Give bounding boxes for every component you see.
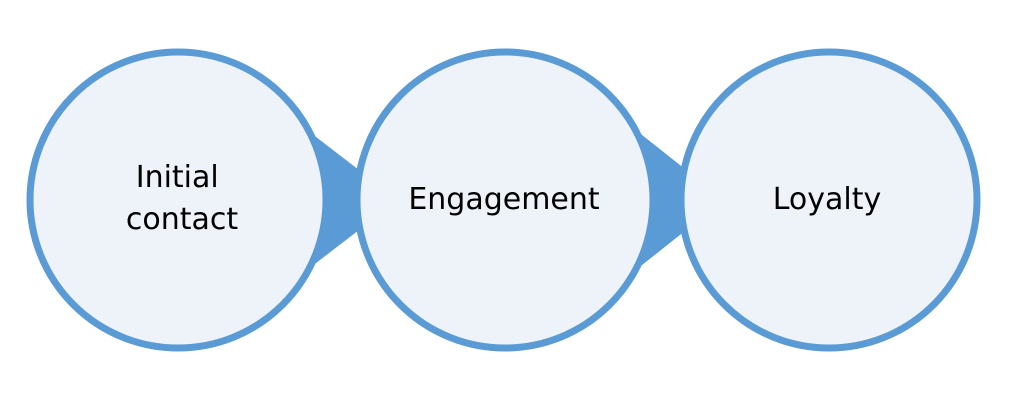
- stage-circle-initial-contact: [26, 48, 330, 352]
- stage-label-initial-contact-line-1: Initial: [136, 160, 219, 195]
- stage-label-loyalty: Loyalty: [773, 182, 882, 217]
- stage-label-initial-contact: Initial contact: [126, 160, 239, 237]
- stage-circle-loyalty: [677, 48, 981, 352]
- stage-label-initial-contact-line-2: contact: [126, 202, 239, 237]
- stage-circle-engagement: [353, 48, 657, 352]
- stage-label-engagement: Engagement: [408, 182, 600, 217]
